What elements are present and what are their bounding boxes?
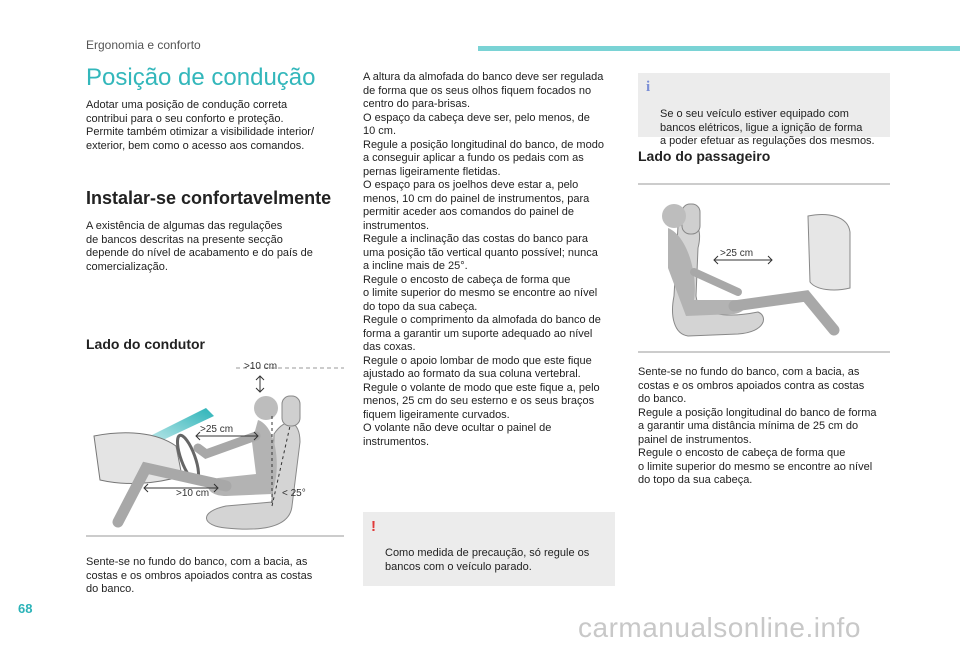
header-accent-bar xyxy=(478,46,960,51)
driver-heading: Lado do condutor xyxy=(86,336,205,352)
info-icon: i xyxy=(646,79,651,95)
seat-adjustment-paragraph: A altura da almofada do banco deve ser r… xyxy=(363,71,604,448)
driver-seating-illustration: >10 cm >25 cm >10 cm < 25° xyxy=(86,361,344,537)
passenger-paragraph: Sente-se no fundo do banco, com a bacia,… xyxy=(638,366,877,486)
driver-backrest-angle-label: < 25° xyxy=(282,488,306,499)
install-heading: Instalar-se confortavelmente xyxy=(86,188,332,208)
page-title: Posição de condução xyxy=(86,64,316,91)
page-number: 68 xyxy=(18,601,33,616)
driver-head-clearance-label: >10 cm xyxy=(244,361,277,372)
driver-knee-clearance-label: >10 cm xyxy=(176,488,209,499)
info-text: Se o seu veículo estiver equipado com ba… xyxy=(660,108,875,147)
driver-paragraph: Sente-se no fundo do banco, com a bacia,… xyxy=(86,556,313,595)
passenger-heading: Lado do passageiro xyxy=(638,148,771,164)
section-header: Ergonomia e conforto xyxy=(86,38,201,52)
watermark: carmanualsonline.info xyxy=(578,612,861,643)
passenger-seating-illustration: >25 cm xyxy=(638,183,890,353)
warning-text: Como medida de precaução, só regule os b… xyxy=(385,547,590,573)
driver-wheel-distance-label: >25 cm xyxy=(200,424,233,435)
intro-paragraph: Adotar uma posição de condução correta c… xyxy=(86,99,315,152)
warning-notice: ! Como medida de precaução, só regule os… xyxy=(363,512,615,586)
info-notice: i Se o seu veículo estiver equipado com … xyxy=(638,73,890,147)
passenger-distance-label: >25 cm xyxy=(720,248,753,259)
warning-icon: ! xyxy=(371,518,376,535)
install-paragraph: A existência de algumas das regulações d… xyxy=(86,220,313,273)
